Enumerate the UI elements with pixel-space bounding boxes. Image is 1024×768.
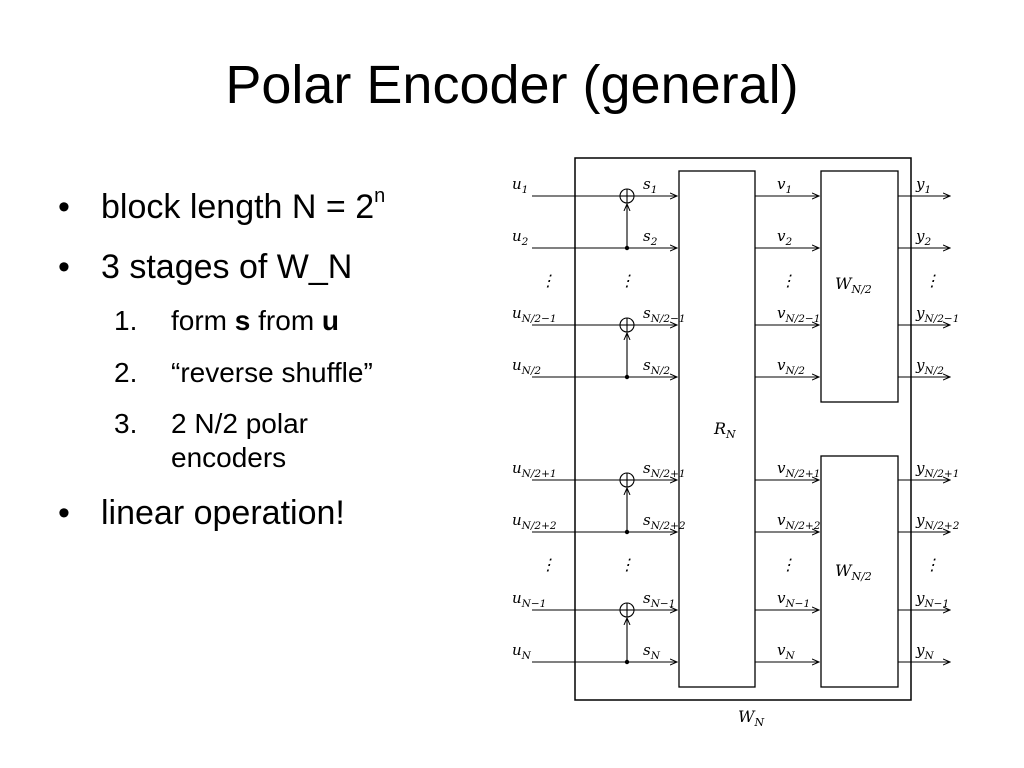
step-number: 2. bbox=[114, 356, 138, 388]
slide-title: Polar Encoder (general) bbox=[225, 55, 799, 115]
ellipsis-v: ⋮ bbox=[780, 271, 796, 290]
u-label: uN bbox=[512, 641, 532, 662]
v-label: vN/2+1 bbox=[777, 459, 820, 480]
step-text: form bbox=[171, 305, 235, 336]
step-bold-u: u bbox=[321, 305, 340, 336]
top-half-encoder-box bbox=[820, 170, 899, 403]
y-label: yN/2 bbox=[915, 356, 944, 377]
rn-label: RN bbox=[713, 419, 736, 441]
s-label: sN/2−1 bbox=[643, 304, 686, 325]
v-label: vN−1 bbox=[777, 589, 810, 610]
u-label: uN/2+1 bbox=[512, 459, 557, 480]
v-label: vN bbox=[777, 641, 795, 662]
v-label: vN/2−1 bbox=[777, 304, 820, 325]
s-label: sN bbox=[643, 641, 661, 662]
bullet-stages: • 3 stages of W_N bbox=[58, 250, 478, 284]
v-label: vN/2 bbox=[777, 356, 805, 377]
step-bold-s: s bbox=[234, 305, 251, 336]
outer-wn-label: WN bbox=[738, 707, 764, 729]
y-label: y2 bbox=[915, 227, 931, 248]
s-label: sN/2+1 bbox=[643, 459, 686, 480]
bottom-block-label: WN/2 bbox=[835, 561, 872, 583]
ellipsis-s: ⋮ bbox=[619, 271, 635, 290]
bullet-linear: • linear operation! bbox=[58, 496, 478, 530]
top-block-label: WN/2 bbox=[835, 274, 872, 296]
ellipsis-y: ⋮ bbox=[924, 271, 940, 290]
u-label: uN−1 bbox=[512, 589, 546, 610]
step-text-line2: encoders bbox=[171, 441, 287, 473]
ellipsis-u: ⋮ bbox=[540, 555, 556, 574]
y-label: yN−1 bbox=[915, 589, 949, 610]
y-label: yN/2+1 bbox=[915, 459, 959, 480]
ellipsis-s: ⋮ bbox=[619, 555, 635, 574]
bullet-block-length: • block length N = 2n bbox=[58, 186, 478, 226]
y-label: y1 bbox=[915, 175, 931, 196]
v-label: v2 bbox=[777, 227, 792, 248]
s-label: sN−1 bbox=[643, 589, 675, 610]
u-label: uN/2 bbox=[512, 356, 541, 377]
v-label: vN/2+2 bbox=[777, 511, 821, 532]
step-number: 3. bbox=[114, 408, 138, 440]
step-number: 1. bbox=[114, 305, 138, 336]
u-label: u1 bbox=[512, 175, 528, 196]
y-label: yN/2+2 bbox=[915, 511, 960, 532]
step-text: “reverse shuffle” bbox=[171, 356, 373, 388]
bullet-dot: • bbox=[58, 494, 70, 533]
step-1: 1. form s from u bbox=[58, 304, 478, 338]
bullet-list: • block length N = 2n • 3 stages of W_N … bbox=[58, 186, 478, 556]
ellipsis-u: ⋮ bbox=[540, 271, 556, 290]
step-text-line1: 2 N/2 polar bbox=[171, 408, 308, 440]
bullet-dot: • bbox=[58, 248, 70, 286]
s-label: sN/2+2 bbox=[643, 511, 686, 532]
v-label: v1 bbox=[777, 175, 792, 196]
ellipsis-y: ⋮ bbox=[924, 555, 940, 574]
bullet-superscript: n bbox=[374, 185, 386, 207]
step-2: 2. “reverse shuffle” bbox=[58, 356, 478, 390]
encoder-svg: RN WN/2 WN/2 WN u1 s1 v1 y1 u2 s2 v2 y2 ⋮ ⋮ ⋮ ⋮ uN/2… bbox=[512, 157, 960, 729]
signal-rows: u1 s1 v1 y1 u2 s2 v2 y2 ⋮ ⋮ ⋮ ⋮ uN/2−1 sN/2−1 vN/2−1 yN… bbox=[512, 175, 960, 664]
bullet-dot: • bbox=[58, 188, 70, 226]
y-label: yN/2−1 bbox=[915, 304, 959, 325]
u-label: uN/2−1 bbox=[512, 304, 557, 325]
bullet-text: linear operation! bbox=[101, 494, 345, 533]
outer-encoder-box bbox=[574, 157, 912, 701]
s-label: s1 bbox=[643, 175, 657, 196]
s-label: sN/2 bbox=[643, 356, 670, 377]
reverse-shuffle-box bbox=[678, 170, 756, 688]
y-label: yN bbox=[915, 641, 934, 662]
step-3: 3. 2 N/2 polar encoders bbox=[58, 407, 478, 474]
bullet-text: 3 stages of W_N bbox=[101, 248, 353, 286]
polar-encoder-diagram: RN WN/2 WN/2 WN u1 s1 v1 y1 u2 s2 v2 y2 ⋮ ⋮ ⋮ ⋮ uN/2… bbox=[500, 150, 990, 737]
u-label: uN/2+2 bbox=[512, 511, 557, 532]
bottom-half-encoder-box bbox=[820, 455, 899, 688]
ellipsis-v: ⋮ bbox=[780, 555, 796, 574]
s-label: s2 bbox=[643, 227, 658, 248]
bullet-text: block length N = 2 bbox=[101, 188, 375, 226]
u-label: u2 bbox=[512, 227, 529, 248]
step-text: from bbox=[250, 305, 322, 336]
